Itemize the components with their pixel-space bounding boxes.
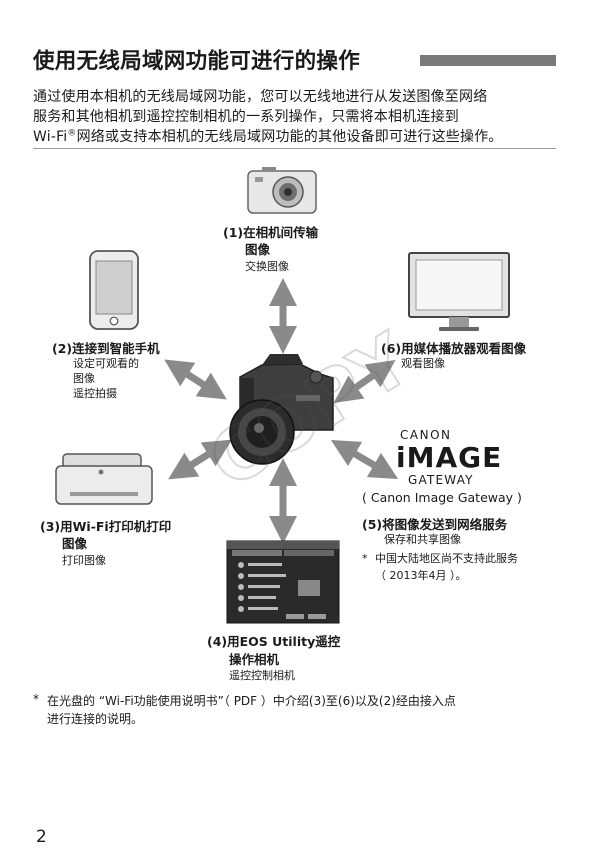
compact-camera-icon: [247, 167, 317, 214]
item-6-desc: 观看图像: [401, 357, 445, 370]
registered-mark: ®: [67, 128, 77, 139]
page-number: 2: [36, 827, 47, 847]
intro-line-2: 服务和其他相机到遥控控制相机的一系列操作，只需将本相机连接到: [33, 109, 459, 125]
item-5-desc: 保存和共享图像: [384, 533, 461, 546]
footnote-star: *: [33, 692, 39, 706]
item-1-heading: (1)在相机间传输: [223, 225, 319, 240]
item-5-note-star: *: [362, 552, 368, 565]
media-player-monitor-icon: [408, 252, 510, 331]
item-5-heading: (5)将图像发送到网络服务: [362, 517, 508, 532]
item-4-desc: 遥控控制相机: [229, 669, 295, 682]
gateway-logo-image: iMAGE: [396, 441, 503, 474]
footnote-line-2: 进行连接的说明。: [47, 712, 144, 726]
item-5-note-1: 中国大陆地区尚不支持此服务: [375, 552, 518, 565]
item-1-desc: 交换图像: [245, 260, 289, 273]
item-4-heading: (4)用EOS Utility遥控: [207, 634, 341, 649]
item-2-desc-1: 设定可观看的: [73, 357, 139, 370]
footnote-line-1: 在光盘的 “Wi-Fi功能使用说明书”（ PDF ）中介绍(3)至(6)以及(2…: [47, 694, 456, 708]
title-decoration-bar: [420, 55, 556, 66]
gateway-logo-canon: CANON: [400, 428, 452, 442]
gateway-logo-gateway: GATEWAY: [408, 473, 474, 487]
dslr-camera-icon: [229, 354, 334, 465]
wifi-text: Wi-Fi: [33, 129, 68, 145]
eos-utility-window-icon: [226, 540, 340, 624]
arrow-printer: [168, 439, 232, 480]
arrow-gateway: [330, 439, 399, 480]
item-3-heading-line2: 图像: [62, 536, 88, 551]
item-3-desc: 打印图像: [62, 554, 106, 567]
item-1-heading-line2: 图像: [245, 242, 271, 257]
item-2-desc-3: 遥控拍摄: [73, 387, 117, 400]
intro-line-3-rest: 网络或支持本相机的无线局域网功能的其他设备即可进行这些操作。: [76, 129, 503, 145]
page-title: 使用无线局域网功能可进行的操作: [33, 49, 361, 74]
item-4-heading-line2: 操作相机: [229, 652, 280, 667]
arrow-phone: [164, 359, 227, 400]
item-2-heading: (2)连接到智能手机: [52, 341, 160, 356]
item-5-note-2: （ 2013年4月 ）。: [375, 569, 467, 582]
printer-icon: [55, 453, 153, 505]
arrow-media-player: [333, 360, 396, 403]
intro-line-3: Wi-Fi®网络或支持本相机的无线局域网功能的其他设备即可进行这些操作。: [33, 126, 503, 146]
smartphone-icon: [89, 250, 139, 330]
item-6-heading: (6)用媒体播放器观看图像: [381, 341, 527, 356]
item-2-desc-2: 图像: [73, 372, 95, 385]
gateway-caption: ( Canon Image Gateway ): [362, 490, 522, 505]
intro-line-1: 通过使用本相机的无线局域网功能，您可以无线地进行从发送图像至网络: [33, 89, 488, 105]
item-3-heading: (3)用Wi-Fi打印机打印: [40, 519, 172, 534]
divider: [33, 148, 556, 149]
